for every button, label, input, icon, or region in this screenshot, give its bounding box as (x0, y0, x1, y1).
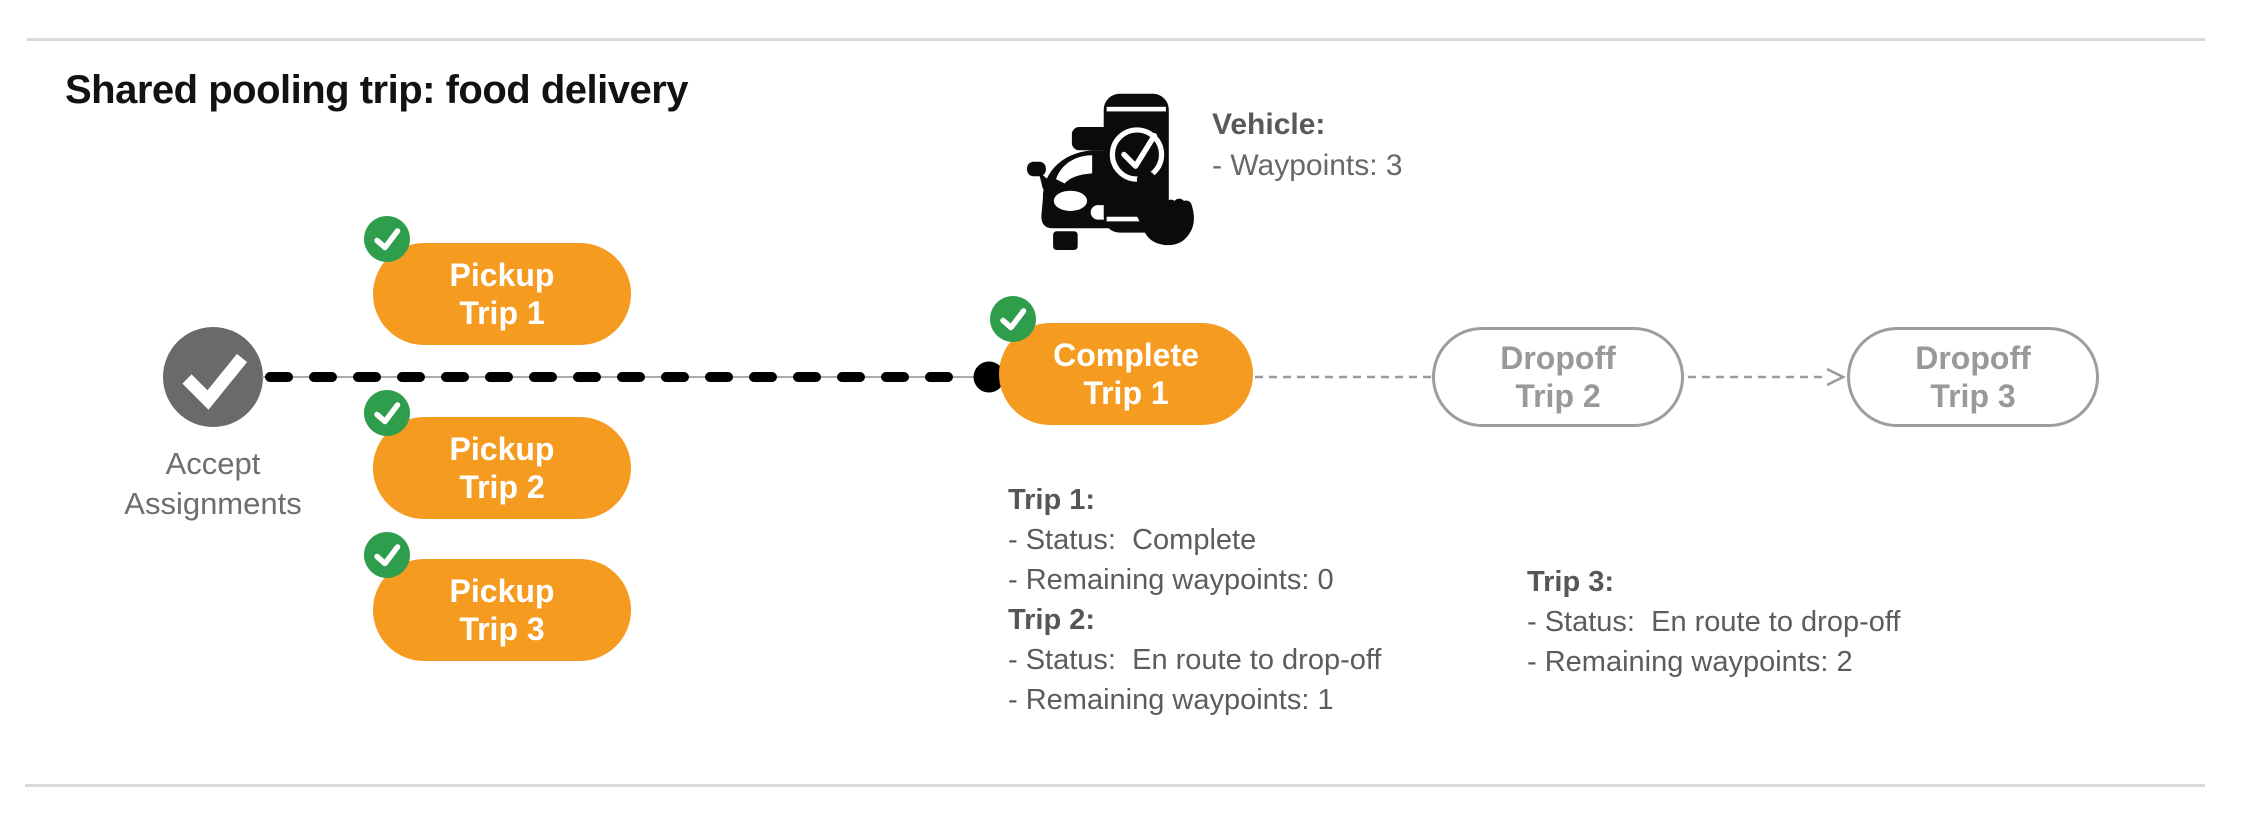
accept-label-line2: Assignments (124, 486, 302, 521)
accept-assignments-label: Accept Assignments (63, 444, 363, 524)
assignment-route-line (262, 361, 1005, 393)
arrowhead-icon (1826, 367, 1846, 387)
pill-label-line2: Trip 1 (1083, 375, 1169, 411)
pill-label-line1: Dropoff (1915, 340, 2031, 376)
trip-2-waypoints-line: - Remaining waypoints: 1 (1008, 684, 1334, 716)
page-title: Shared pooling trip: food delivery (65, 68, 689, 112)
pill-label-line1: Pickup (449, 257, 555, 293)
pill-label-line2: Trip 1 (459, 295, 545, 331)
node-dropoff-trip-2: Dropoff Trip 2 (1432, 327, 1684, 427)
node-pickup-trip-2: Pickup Trip 2 (364, 390, 631, 519)
node-pickup-trip-1: Pickup Trip 1 (364, 216, 631, 345)
check-icon (182, 353, 248, 410)
connector-complete-to-dropoff2 (1255, 375, 1431, 379)
route-end-dot (973, 361, 1005, 393)
vehicle-phone-icon (1027, 93, 1194, 250)
pill-label-line2: Trip 2 (1515, 378, 1601, 414)
connector-dropoff2-to-dropoff3 (1688, 367, 1846, 387)
pill-label-line1: Pickup (449, 431, 555, 467)
trip-2-status-line: - Status: En route to drop-off (1008, 644, 1382, 676)
pill-label-line1: Dropoff (1500, 340, 1616, 376)
trip-3-heading: Trip 3: (1527, 566, 1615, 598)
pill-label-line2: Trip 3 (459, 611, 545, 647)
trip-status-block-left: Trip 1: - Status: Complete - Remaining w… (1008, 480, 1381, 720)
node-complete-trip-1: Complete Trip 1 (990, 296, 1253, 425)
accept-assignments-node (163, 327, 263, 427)
vehicle-info: Vehicle: - Waypoints: 3 (1212, 104, 1403, 186)
vehicle-label: Vehicle: (1212, 108, 1326, 141)
accept-label-line1: Accept (165, 446, 261, 481)
pill-label-line2: Trip 3 (1930, 378, 2016, 414)
trip-3-waypoints-line: - Remaining waypoints: 2 (1527, 646, 1853, 678)
top-divider (27, 38, 2205, 41)
green-check-badge-icon (990, 296, 1036, 342)
trip-status-block-right: Trip 3: - Status: En route to drop-off -… (1527, 562, 1900, 682)
pill-label-line1: Complete (1053, 337, 1199, 373)
green-check-badge-icon (364, 532, 410, 578)
trip-2-heading: Trip 2: (1008, 604, 1096, 636)
trip-1-status-line: - Status: Complete (1008, 524, 1257, 556)
green-check-badge-icon (364, 216, 410, 262)
bottom-divider (25, 784, 2205, 787)
trip-1-heading: Trip 1: (1008, 484, 1096, 516)
trip-1-waypoints-line: - Remaining waypoints: 0 (1008, 564, 1334, 596)
node-pickup-trip-3: Pickup Trip 3 (364, 532, 631, 661)
pill-label-line2: Trip 2 (459, 469, 545, 505)
node-dropoff-trip-3: Dropoff Trip 3 (1847, 327, 2099, 427)
trip-3-status-line: - Status: En route to drop-off (1527, 606, 1901, 638)
green-check-badge-icon (364, 390, 410, 436)
vehicle-waypoints: - Waypoints: 3 (1212, 149, 1403, 182)
pill-label-line1: Pickup (449, 573, 555, 609)
